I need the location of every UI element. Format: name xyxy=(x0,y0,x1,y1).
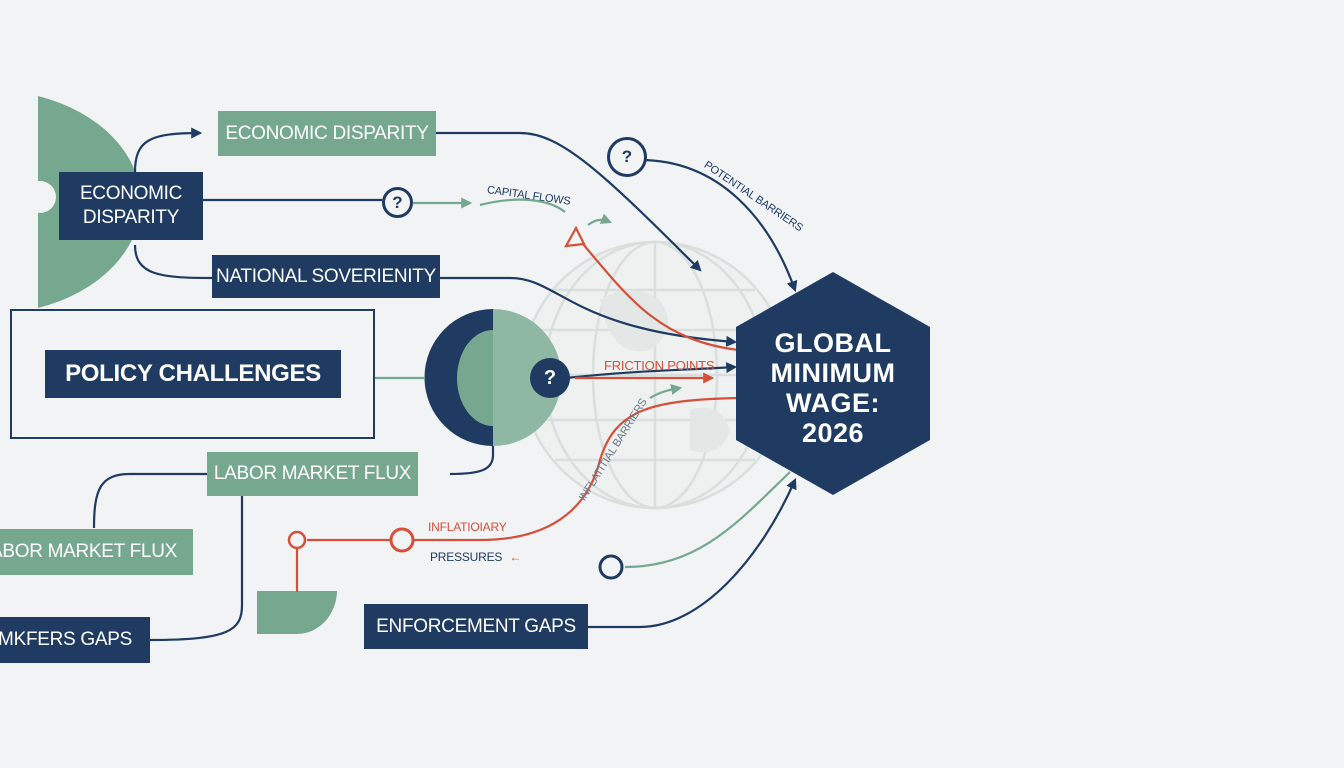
economic-disparity-left-label: ECONOMIC DISPARITY xyxy=(59,172,203,240)
connector-national-to-hub xyxy=(440,276,738,347)
green-small-arrow xyxy=(649,384,683,399)
hub-title-line2: MINIMUM xyxy=(770,358,896,388)
question-icon-circle: ? xyxy=(530,358,570,398)
inflatioiary-annotation: INFLATIOIARY xyxy=(428,520,507,534)
connector-circle-to-hub xyxy=(624,471,791,569)
policy-challenges-frame xyxy=(10,309,375,439)
connector-labor-to-left-labor xyxy=(92,472,207,529)
red-node-large xyxy=(389,527,415,553)
red-triangle-icon xyxy=(564,225,586,248)
connector-question-to-hub xyxy=(639,158,798,293)
red-connector-upper xyxy=(582,243,739,352)
connector-to-national-soverienity xyxy=(133,244,213,280)
enforcement-gaps-label: ENFORCEMENT GAPS xyxy=(364,604,588,649)
connector-enforcement-to-hub xyxy=(588,477,797,629)
hub-title-line1: GLOBAL xyxy=(774,328,892,358)
hub-title-line4: 2026 xyxy=(801,418,865,448)
pressures-text: PRESSURES xyxy=(430,550,503,564)
economic-disparity-top-label: ECONOMIC DISPARITY xyxy=(218,111,436,156)
red-node-small xyxy=(287,530,307,550)
friction-points-annotation: FRICTION POINTS xyxy=(604,358,715,373)
navy-node xyxy=(598,554,624,580)
hub-title-line3: WAGE: xyxy=(786,388,880,418)
pressures-annotation: PRESSURES ← xyxy=(430,550,521,564)
connector-economic-to-globe xyxy=(436,131,702,272)
hub-hexagon xyxy=(736,272,930,495)
capital-flows-arc xyxy=(479,198,566,213)
national-soverienity-label: NATIONAL SOVERIENITY xyxy=(212,255,440,298)
labor-market-flux-left-label: LABOR MARKET FLUX xyxy=(0,529,193,575)
policy-circle-icon xyxy=(424,309,562,446)
green-bottom-semicircle xyxy=(257,591,337,634)
connector-labor-to-emkfers xyxy=(149,496,244,642)
red-inflationary-curve xyxy=(413,396,739,542)
economic-disparity-line1: ECONOMIC xyxy=(79,183,183,204)
question-icon-center: ? xyxy=(382,187,413,218)
emkfers-gaps-label: EMKFERS GAPS xyxy=(0,617,150,663)
connector-to-economic-disparity xyxy=(133,127,203,173)
connector-circle-to-labor xyxy=(449,446,495,476)
connector-friction-to-hub xyxy=(565,362,738,380)
hub-title: GLOBAL MINIMUM WAGE: 2026 xyxy=(742,328,924,448)
notch-circle xyxy=(24,181,56,213)
labor-market-flux-center-label: LABOR MARKET FLUX xyxy=(207,452,418,496)
question-icon-top: ? xyxy=(607,137,647,177)
pressures-arrow-icon: ← xyxy=(509,550,522,564)
policy-challenges-label: POLICY CHALLENGES xyxy=(45,350,341,398)
capital-flows-arrow xyxy=(587,213,613,226)
economic-disparity-line2: DISPARITY xyxy=(82,207,180,228)
